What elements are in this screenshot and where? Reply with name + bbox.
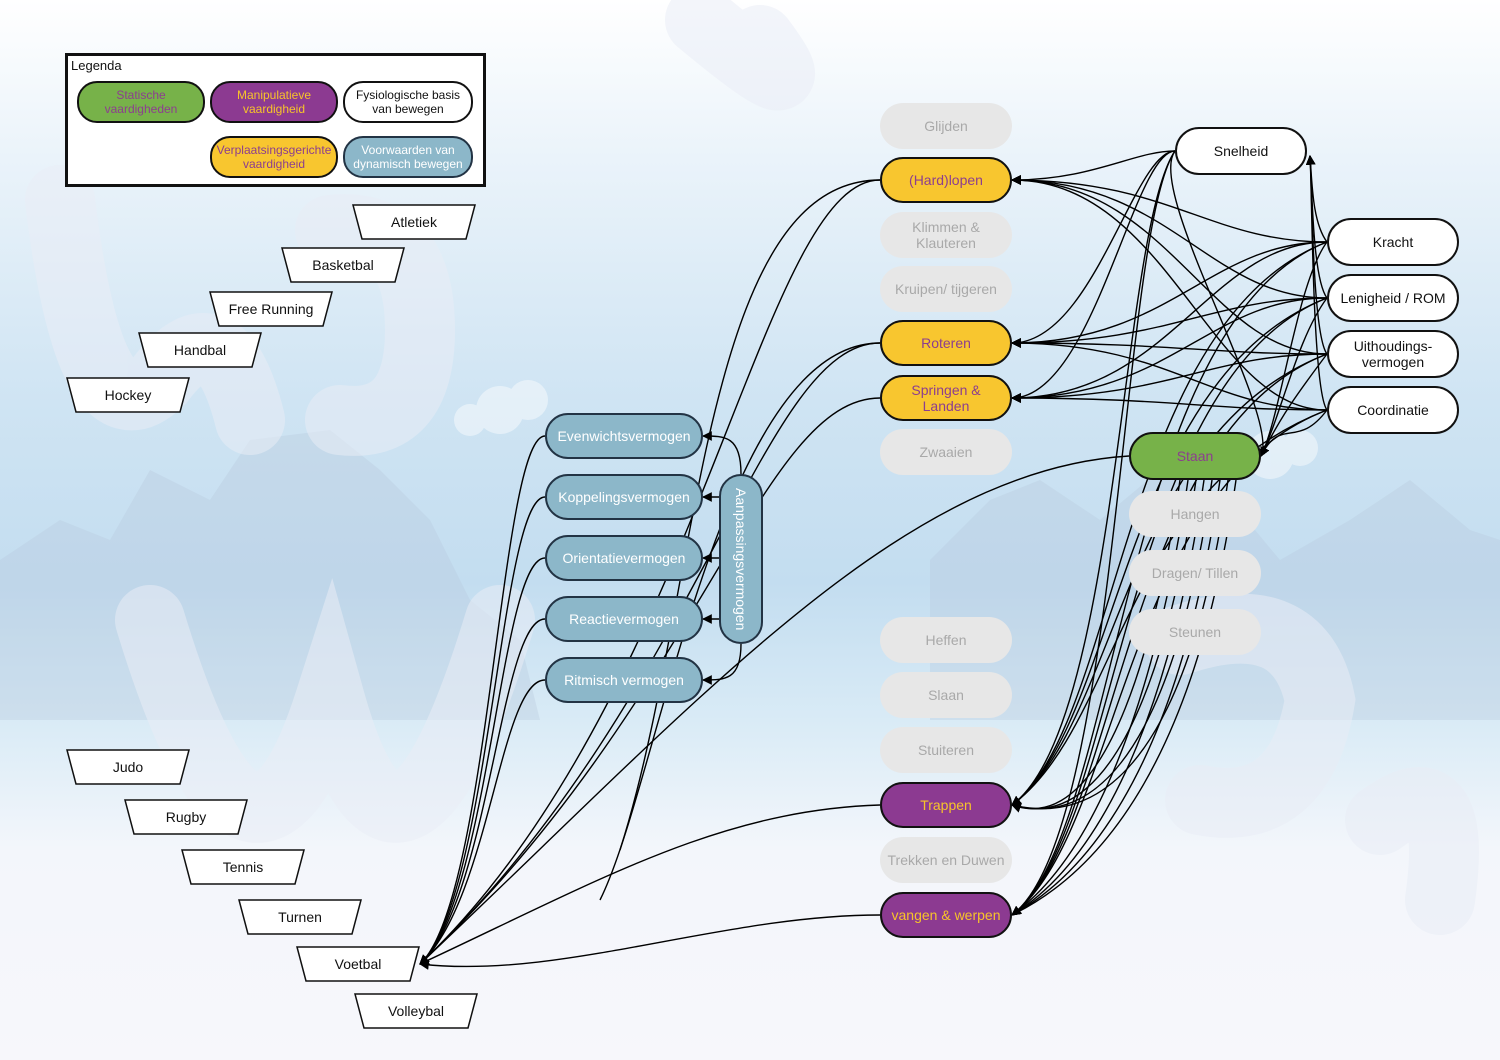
physio-snelheid[interactable]: Snelheid xyxy=(1175,127,1307,175)
legend-item-manipulative-skills: Manipulatieve vaardigheid xyxy=(210,81,338,123)
connector-line xyxy=(1169,150,1270,457)
sport-label: Turnen xyxy=(278,909,322,925)
physio-kracht[interactable]: Kracht xyxy=(1327,218,1459,266)
connector-line xyxy=(1011,150,1176,806)
sport-label: Free Running xyxy=(228,301,314,317)
sport-basketbal[interactable]: Basketbal xyxy=(281,247,405,283)
connector-line xyxy=(1011,479,1181,813)
skill-glijden[interactable]: Glijden xyxy=(880,103,1012,149)
connector-line xyxy=(419,618,546,965)
sport-label: Tennis xyxy=(222,859,264,875)
connector-line xyxy=(1305,155,1328,411)
connector-line xyxy=(1011,150,1176,348)
sport-label: Rugby xyxy=(165,809,207,825)
sport-label: Basketbal xyxy=(312,257,374,273)
connector-line xyxy=(619,179,881,851)
connector-line xyxy=(419,679,546,965)
connector-line xyxy=(1011,479,1237,916)
connector-line xyxy=(1011,297,1328,348)
skill-hardlopen[interactable]: (Hard)lopen xyxy=(880,157,1012,203)
physio-lenigheid-rom[interactable]: Lenigheid / ROM xyxy=(1327,274,1459,322)
connector-line xyxy=(1011,175,1328,411)
sport-turnen[interactable]: Turnen xyxy=(238,899,362,935)
sport-tennis[interactable]: Tennis xyxy=(181,849,305,885)
sport-label: Atletiek xyxy=(391,214,437,230)
sport-hockey[interactable]: Hockey xyxy=(66,377,190,413)
legend-item-static-skills: Statische vaardigheden xyxy=(77,81,205,123)
connector-line xyxy=(419,804,881,965)
legend-item-dynamic-conditions: Voorwaarden van dynamisch bewegen xyxy=(343,136,473,178)
sport-label: Hockey xyxy=(104,387,152,403)
skill-trappen[interactable]: Trappen xyxy=(880,782,1012,828)
connector-line xyxy=(1011,150,1176,185)
sport-free-running[interactable]: Free Running xyxy=(209,291,333,327)
connector-line xyxy=(1011,479,1213,810)
skill-hangen[interactable]: Hangen xyxy=(1129,491,1261,537)
connector-line xyxy=(1011,479,1189,916)
sport-label: Handbal xyxy=(173,342,227,358)
skill-staan[interactable]: Staan xyxy=(1129,432,1261,480)
physio-uithoudingsvermogen[interactable]: Uithoudings- vermogen xyxy=(1327,330,1459,378)
sport-rugby[interactable]: Rugby xyxy=(124,799,248,835)
skill-klimmen-klauteren[interactable]: Klimmen & Klauteren xyxy=(880,212,1012,258)
physio-coordinatie[interactable]: Coordinatie xyxy=(1327,386,1459,434)
ability-ritmisch-vermogen[interactable]: Ritmisch vermogen xyxy=(545,657,703,703)
ability-reactievermogen[interactable]: Reactievermogen xyxy=(545,596,703,642)
sport-volleybal[interactable]: Volleybal xyxy=(354,993,478,1029)
connector-line xyxy=(1011,338,1328,355)
connector-line xyxy=(1011,150,1176,916)
sport-label: Judo xyxy=(112,759,144,775)
connector-line xyxy=(1011,175,1328,299)
legend-item-physiological-basis: Fysiologische basis van bewegen xyxy=(343,81,473,123)
connector-line xyxy=(1011,150,1176,403)
connector-line xyxy=(1011,175,1328,243)
sport-label: Voetbal xyxy=(334,956,382,972)
ability-aanpassingsvermogen[interactable]: Aanpassingsvermogen xyxy=(719,474,763,644)
skill-vangen-werpen[interactable]: vangen & werpen xyxy=(880,892,1012,938)
connector-line xyxy=(419,914,881,970)
connector-line xyxy=(419,179,881,965)
skill-heffen[interactable]: Heffen xyxy=(880,617,1012,663)
connector-line xyxy=(1011,338,1328,411)
connector-line xyxy=(419,455,1130,965)
connector-line xyxy=(599,342,881,901)
connector-line xyxy=(702,643,742,685)
ability-orientatievermogen[interactable]: Orientatievermogen xyxy=(545,535,703,581)
connector-line xyxy=(1011,479,1229,810)
skill-zwaaien[interactable]: Zwaaien xyxy=(880,429,1012,475)
connector-line xyxy=(1011,479,1197,810)
legend-item-locomotor-skills: Verplaatsingsgerichte vaardigheid xyxy=(210,136,338,178)
ability-koppelingsvermogen[interactable]: Koppelingsvermogen xyxy=(545,474,703,520)
skill-trekken-duwen[interactable]: Trekken en Duwen xyxy=(880,837,1012,883)
connector-line xyxy=(1260,409,1328,457)
skill-steunen[interactable]: Steunen xyxy=(1129,609,1261,655)
skill-stuiteren[interactable]: Stuiteren xyxy=(880,727,1012,773)
sport-atletiek[interactable]: Atletiek xyxy=(352,204,476,240)
sport-handbal[interactable]: Handbal xyxy=(138,332,262,368)
legend-title: Legenda xyxy=(71,58,122,73)
skill-springen-landen[interactable]: Springen & Landen xyxy=(880,375,1012,421)
connector-line xyxy=(1011,393,1328,411)
connector-line xyxy=(1011,241,1328,348)
connector-line xyxy=(419,557,546,965)
legend-box: Legenda Statische vaardigheden Manipulat… xyxy=(65,53,486,187)
skill-slaan[interactable]: Slaan xyxy=(880,672,1012,718)
sport-label: Volleybal xyxy=(387,1003,445,1019)
connector-line xyxy=(419,496,546,965)
connector-line xyxy=(419,435,546,965)
ability-evenwichtsvermogen[interactable]: Evenwichtsvermogen xyxy=(545,413,703,459)
skill-roteren[interactable]: Roteren xyxy=(880,320,1012,366)
connector-line xyxy=(419,397,881,965)
sport-voetbal[interactable]: Voetbal xyxy=(296,946,420,982)
connector-line xyxy=(1011,297,1328,806)
sport-judo[interactable]: Judo xyxy=(66,749,190,785)
skill-dragen-tillen[interactable]: Dragen/ Tillen xyxy=(1129,550,1261,596)
connector-line xyxy=(1011,175,1328,355)
connector-line xyxy=(702,431,742,475)
skill-kruipen-tijgeren[interactable]: Kruipen/ tijgeren xyxy=(880,266,1012,312)
